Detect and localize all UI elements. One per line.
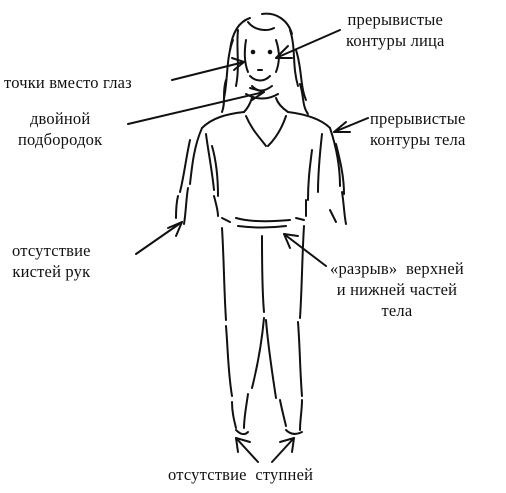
face-strokes [245,40,279,99]
label-chin-line2: подбородок [18,129,102,150]
label-gap-line3: тела [330,300,464,321]
label-eyes: точки вместо глаз [4,72,132,93]
torso-strokes [184,98,346,224]
label-chin-line1: двойной [18,108,102,129]
label-face-contours-line1: прерывистые [346,9,445,30]
pointer-hands [136,222,182,254]
eye-dots [251,50,273,55]
label-face-contours: прерывистые контуры лица [346,9,445,51]
label-gap: «разрыв» верхней и нижней частей тела [330,258,464,321]
pointer-face [276,30,340,58]
pointer-eyes [172,58,244,80]
label-hands-line2: кистей рук [12,261,91,282]
leg-strokes [222,226,304,434]
label-chin: двойной подбородок [18,108,102,150]
label-hands-line1: отсутствие [12,240,91,261]
label-feet: отсутствие ступней [168,464,313,485]
label-body-contours-line1: прерывистые [370,108,466,129]
pointer-gap [284,234,326,266]
label-face-contours-line2: контуры лица [346,30,445,51]
label-hands: отсутствие кистей рук [12,240,91,282]
pointer-body [334,118,368,132]
label-body-contours-line2: контуры тела [370,129,466,150]
label-gap-line1: «разрыв» верхней [330,258,464,279]
waist-strokes [222,218,304,228]
label-gap-line2: и нижней частей [330,279,464,300]
pointer-chin [128,88,264,124]
pointer-feet [236,438,294,462]
label-body-contours: прерывистые контуры тела [370,108,466,150]
